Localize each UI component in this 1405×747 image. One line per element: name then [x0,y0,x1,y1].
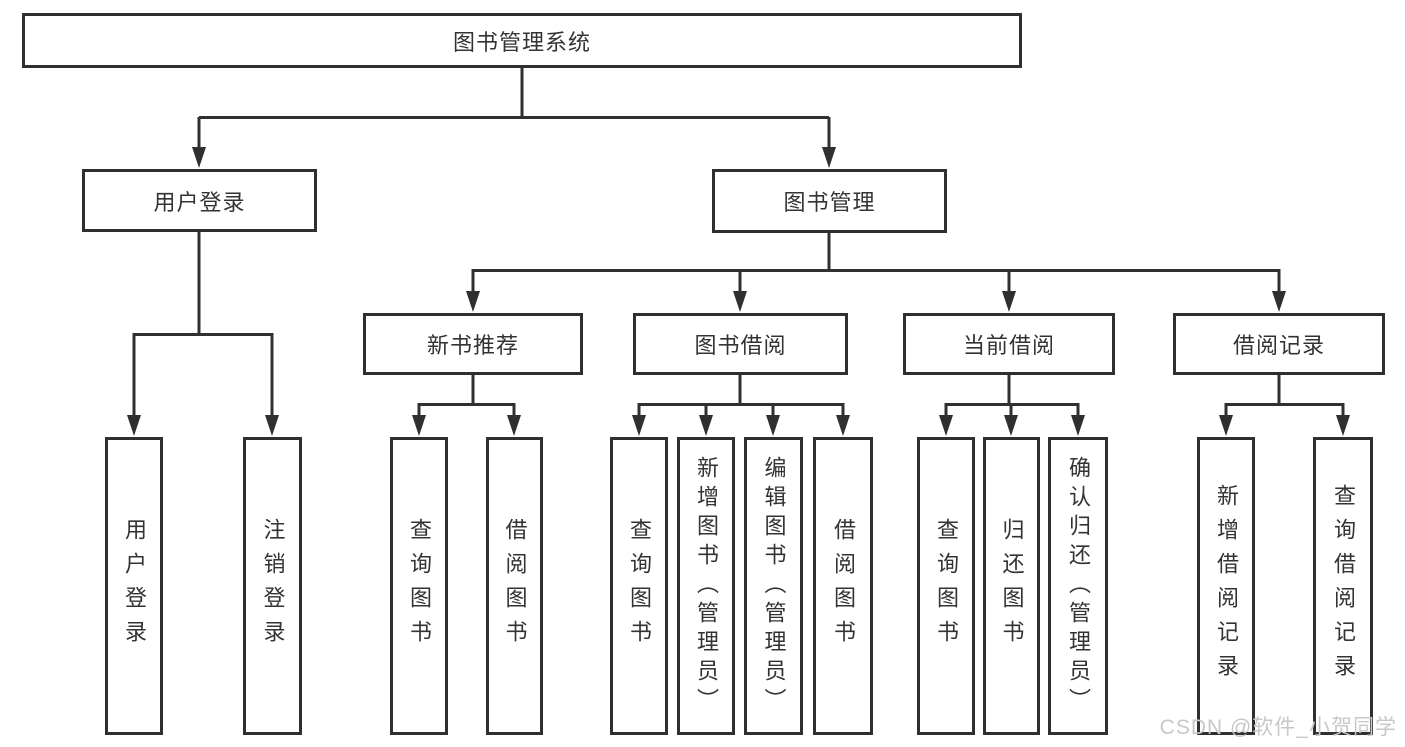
leaf-label: 归还图书 [999,518,1025,654]
leaf-label: 借阅图书 [831,518,856,654]
node-user-login: 用户登录 [82,169,317,232]
leaf-label: 查询图书 [934,518,959,654]
leaf-cb-return-books: 归还图书 [983,437,1040,735]
leaf-bb-borrow-books: 借阅图书 [813,437,873,735]
leaf-nb-query-books: 查询图书 [390,437,448,735]
leaf-label: 确认归还（管理员） [1066,455,1091,717]
leaf-nb-borrow-books: 借阅图书 [486,437,543,735]
leaf-cb-confirm-return-admin: 确认归还（管理员） [1048,437,1108,735]
leaf-label: 查询借阅记录 [1331,484,1356,688]
node-label: 当前借阅 [962,333,1055,358]
leaf-cb-query-books: 查询图书 [917,437,975,735]
node-new-book-recommend: 新书推荐 [363,313,583,375]
node-label: 图书借阅 [694,333,787,358]
node-book-management: 图书管理 [712,169,947,233]
node-label: 图书管理系统 [452,29,591,55]
leaf-bb-add-books-admin: 新增图书（管理员） [677,437,735,735]
node-label: 图书管理 [783,190,876,215]
node-book-borrow: 图书借阅 [633,313,848,375]
leaf-label: 查询图书 [627,518,652,654]
leaf-br-add-record: 新增借阅记录 [1197,437,1255,735]
leaf-logout: 注销登录 [243,437,302,735]
leaf-br-query-record: 查询借阅记录 [1313,437,1373,735]
node-library-management-system: 图书管理系统 [22,13,1022,68]
csdn-watermark: CSDN @软件_小贺同学 [1159,716,1397,739]
node-borrow-records: 借阅记录 [1173,313,1385,375]
node-label: 借阅记录 [1232,333,1325,358]
leaf-bb-edit-books-admin: 编辑图书（管理员） [744,437,803,735]
leaf-label: 新增借阅记录 [1214,484,1239,688]
leaf-label: 用户登录 [122,518,147,654]
node-label: 用户登录 [153,189,246,215]
node-label: 新书推荐 [426,333,519,358]
leaf-label: 借阅图书 [502,518,528,654]
leaf-user-login: 用户登录 [105,437,163,735]
leaf-label: 查询图书 [407,518,432,654]
leaf-label: 新增图书（管理员） [694,455,719,717]
leaf-bb-query-books: 查询图书 [610,437,668,735]
node-current-borrow: 当前借阅 [903,313,1115,375]
leaf-label: 注销登录 [260,518,286,654]
leaf-label: 编辑图书（管理员） [761,455,787,717]
